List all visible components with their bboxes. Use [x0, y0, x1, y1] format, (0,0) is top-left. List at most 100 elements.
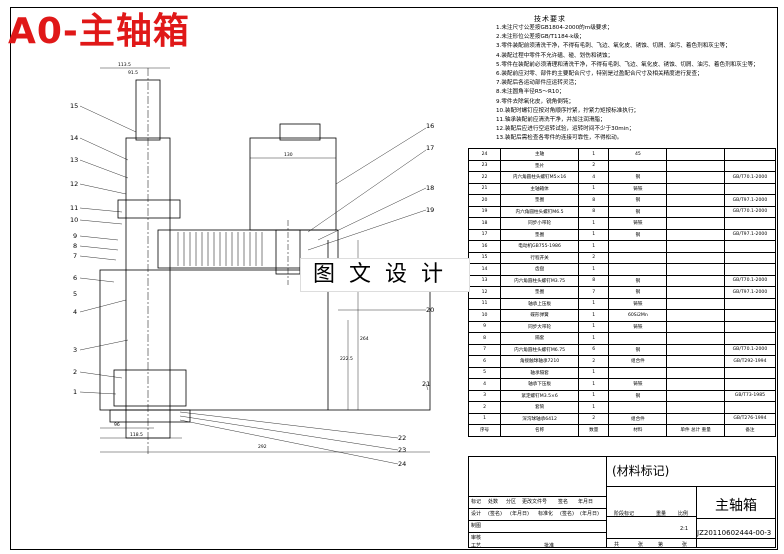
- dim-113-5: 113.5: [118, 62, 131, 68]
- table-cell: [666, 412, 725, 425]
- callout-10: 10: [70, 216, 78, 224]
- table-cell: [666, 332, 725, 345]
- table-cell: 套筒: [500, 401, 580, 414]
- table-cell: 轴承隔套: [500, 366, 580, 379]
- callout-16: 16: [426, 122, 434, 130]
- drawing-number: JZ20110602444-00-3: [697, 529, 772, 537]
- table-cell: GB/T70.1-2000: [723, 171, 777, 184]
- table-cell: 24: [467, 148, 502, 161]
- table-cell: [723, 240, 777, 253]
- dim-264: 264: [360, 336, 369, 342]
- table-cell: 1: [578, 320, 610, 333]
- table-cell: 8: [467, 332, 502, 345]
- tb-label-total: 共: [614, 542, 620, 548]
- table-cell: 钢: [608, 389, 668, 402]
- table-cell: GB/T292-1994: [723, 355, 777, 368]
- table-cell: 钢: [608, 228, 668, 241]
- tb-label-count: 处数: [488, 499, 499, 505]
- motor-cap: [279, 123, 321, 141]
- dim-91-5: 91.5: [128, 70, 138, 76]
- callout-21: 21: [422, 380, 430, 388]
- table-cell: [666, 274, 725, 287]
- callout-22: 22: [398, 434, 406, 442]
- tech-requirement-item: 4.装配过程中零件不允许磕、碰、划伤和锈蚀；: [496, 52, 614, 59]
- table-cell: 1: [578, 401, 610, 414]
- table-cell: 23: [467, 159, 502, 172]
- table-cell: 8: [578, 194, 610, 207]
- table-cell: 45: [608, 148, 668, 161]
- table-cell: [666, 217, 725, 230]
- callout-23: 23: [398, 446, 406, 454]
- table-cell: 22: [467, 171, 502, 184]
- table-cell: 齿盘: [500, 263, 580, 276]
- table-cell: 垫圈: [500, 228, 580, 241]
- callout-24: 24: [398, 460, 406, 468]
- table-cell: 铸铁: [608, 297, 668, 310]
- table-cell: [723, 148, 777, 161]
- table-cell: [666, 297, 725, 310]
- table-cell: 铸铁: [608, 182, 668, 195]
- table-cell: 10: [467, 309, 502, 322]
- dim-222-5: 222.5: [340, 356, 353, 362]
- tb-label-date: 年月日: [578, 499, 594, 505]
- table-cell: 6: [467, 355, 502, 368]
- callout-2: 2: [73, 368, 77, 376]
- table-cell: [723, 320, 777, 333]
- tech-requirement-item: 13.装配后需检查各零件的连接可靠性，不得松动。: [496, 135, 623, 142]
- table-cell: 1: [578, 309, 610, 322]
- tb-label-design: 设计: [471, 511, 482, 517]
- table-cell: 1: [578, 378, 610, 391]
- table-cell: 钢: [608, 205, 668, 218]
- tb-label-zone: 分区: [506, 499, 517, 505]
- table-cell: 15: [467, 251, 502, 264]
- table-cell: 组合件: [608, 355, 668, 368]
- table-header-cell: 单件 总计 重量: [666, 424, 725, 437]
- tb-label-stage: 阶段标记: [614, 511, 635, 517]
- table-header-cell: 数量: [578, 424, 610, 437]
- dim-118-5: 118.5: [130, 432, 143, 438]
- table-cell: 钢: [608, 343, 668, 356]
- table-cell: 垫片: [500, 159, 580, 172]
- tech-requirement-item: 10.装配时螺钉应按对角顺序拧紧，拧紧力矩按标准执行；: [496, 107, 640, 114]
- table-cell: [666, 194, 725, 207]
- tech-requirement-item: 8.未注圆角半径R5～R10；: [496, 89, 565, 96]
- table-header-cell: 材料: [608, 424, 668, 437]
- table-cell: 2: [578, 159, 610, 172]
- tech-requirements: 1.未注尺寸公差按GB1804-2000的m级要求；2.未注形位公差按GB/T1…: [496, 24, 781, 144]
- table-cell: 轴承上压板: [500, 297, 580, 310]
- table-cell: [723, 297, 777, 310]
- table-cell: [608, 159, 668, 172]
- table-cell: 12: [467, 286, 502, 299]
- table-cell: 铸铁: [608, 378, 668, 391]
- table-cell: [608, 366, 668, 379]
- table-cell: 同步大带轮: [500, 320, 580, 333]
- table-cell: [666, 401, 725, 414]
- tb-label-sheet: 张: [682, 542, 688, 548]
- table-header-row: 序号名称数量材料单件 总计 重量备注: [467, 424, 777, 437]
- table-cell: [723, 378, 777, 391]
- tech-requirement-item: 7.装配后各运动部件应运转灵活；: [496, 80, 580, 87]
- tb-label-approve: 批准: [544, 543, 555, 549]
- table-cell: [666, 251, 725, 264]
- callout-6: 6: [73, 274, 77, 282]
- table-cell: 垫圈: [500, 194, 580, 207]
- callout-8: 8: [73, 242, 77, 250]
- table-cell: 1: [467, 412, 502, 425]
- table-header-cell: 备注: [723, 424, 777, 437]
- table-cell: GB/T276-1994: [723, 412, 777, 425]
- tb-label-design-sign: (签名): [488, 511, 502, 517]
- table-cell: [608, 263, 668, 276]
- table-cell: [666, 240, 725, 253]
- table-cell: 2: [578, 355, 610, 368]
- tech-requirement-item: 5.零件在装配前必须清理和清洗干净，不得有毛刺、飞边、氧化皮、锈蚀、切屑、油污、…: [496, 61, 759, 68]
- table-cell: 钢: [608, 274, 668, 287]
